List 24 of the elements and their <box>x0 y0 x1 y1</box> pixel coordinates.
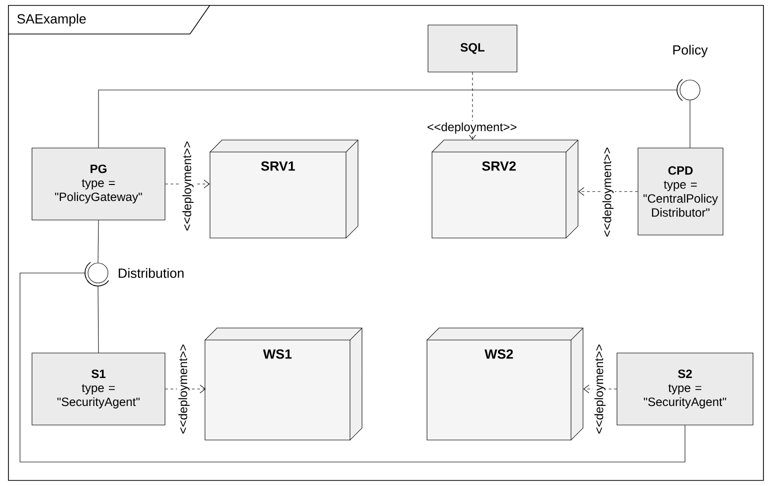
interface-circle <box>84 262 110 286</box>
interface-circle <box>676 78 700 102</box>
arrow <box>578 187 638 196</box>
connector-line <box>20 272 686 462</box>
component-box: SQL <box>428 24 518 72</box>
component-box: S1 type = "SecurityAgent" <box>32 352 166 426</box>
edge-label: <<deployment>> <box>177 342 191 436</box>
component-box: PG type = "PolicyGateway" <box>32 148 166 220</box>
device-node: WS1 <box>204 328 362 440</box>
edge-label: <<deployment>> <box>601 146 615 238</box>
device-node: SRV1 <box>210 140 358 238</box>
connector-line <box>98 286 99 353</box>
arrow <box>583 384 617 394</box>
edge-label: <<deployment>> <box>426 121 518 135</box>
device-node: SRV2 <box>432 140 578 238</box>
connector-line <box>98 220 99 263</box>
component-box: CPD type = "CentralPolicy Distributor" <box>638 148 724 236</box>
interface-label: Distribution <box>118 268 184 278</box>
component-box: S2 type = "SecurityAgent" <box>616 352 754 426</box>
connector-line <box>98 90 678 148</box>
device-node: WS2 <box>426 328 584 440</box>
edge-label: <<deployment>> <box>593 342 607 436</box>
edge-label: <<deployment>> <box>181 140 195 232</box>
interface-label: Policy <box>673 44 708 58</box>
